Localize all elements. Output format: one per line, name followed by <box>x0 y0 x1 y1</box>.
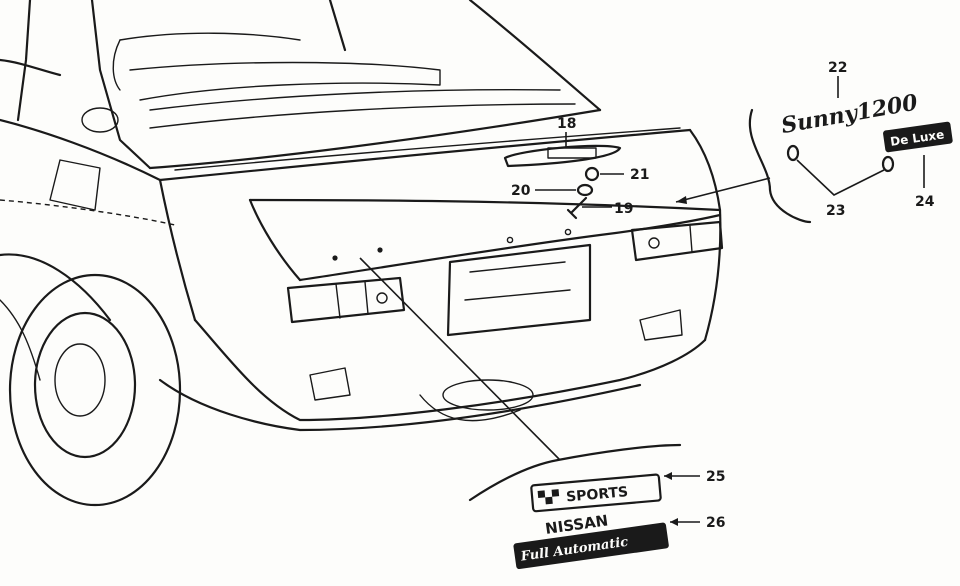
mount-hole <box>332 255 338 261</box>
right-reverse-lamp <box>648 237 660 249</box>
washer-part-20 <box>576 183 594 197</box>
detail-pointer-arrow <box>676 196 687 204</box>
belt-line <box>0 118 162 182</box>
right-tail-lamp-div <box>689 225 693 253</box>
trunk-lid-bottom-edge <box>298 213 722 282</box>
deluxe-badge: De Luxe <box>883 121 953 153</box>
seat-back-top <box>119 32 301 41</box>
left-tail-lamp <box>286 276 406 324</box>
rear-window-bottom <box>148 108 602 170</box>
rear-right-corner <box>703 208 722 342</box>
right-reflector <box>639 309 683 341</box>
trunk-lid-highlight <box>174 127 681 171</box>
rear-seat <box>129 61 441 101</box>
right-tail-lamp <box>630 220 724 262</box>
rear-tire <box>8 273 182 507</box>
fuel-door <box>49 159 101 211</box>
plate-line-bottom <box>464 289 571 301</box>
mount-hole <box>506 236 514 244</box>
tire-sidewall <box>0 299 41 381</box>
nissan-automatic-badge: NISSAN Full Automatic <box>513 511 669 570</box>
trunk-lid-front-edge <box>158 128 692 182</box>
left-reverse-lamp <box>376 292 388 304</box>
rear-window-right-frame <box>468 0 602 112</box>
quarter-window-edge <box>0 58 62 77</box>
license-plate-recess <box>446 243 592 337</box>
callout-22: 22 <box>828 60 847 76</box>
detail-bracket-curve <box>748 108 812 224</box>
plate-line-top <box>469 261 566 273</box>
callout-18: 18 <box>557 116 576 132</box>
exhaust-valance <box>419 394 521 422</box>
sports-badge-text: SPORTS <box>566 484 629 505</box>
grommet-part-23 <box>786 144 800 162</box>
trunk-lid-rear-crease <box>248 198 722 212</box>
bottom-pointer-line <box>359 257 561 461</box>
callout-23: 23 <box>826 203 845 219</box>
left-tail-lamp-div2 <box>364 281 369 315</box>
car-body <box>0 0 724 507</box>
parcel-shelf-edge <box>149 103 576 129</box>
rear-lower-body <box>193 318 707 422</box>
bottom-detail-bracket <box>468 443 682 502</box>
trunk-lid-right-edge <box>688 128 722 212</box>
callout-26: 26 <box>706 515 725 531</box>
trunk-callout-leaders <box>535 132 624 208</box>
trunk-finisher-part-18 <box>503 144 622 168</box>
sports-badge: SPORTS <box>530 473 662 513</box>
lock-cylinder-part-21 <box>584 166 600 182</box>
seat-back-left <box>112 39 121 91</box>
trunk-lock-parts <box>503 144 622 220</box>
left-tail-lamp-div1 <box>335 283 341 319</box>
bumper-bottom <box>158 378 642 432</box>
side-moulding-line <box>0 199 176 226</box>
hub-cap <box>54 343 106 417</box>
mount-hole <box>564 228 572 236</box>
c-pillar-outer <box>16 0 32 122</box>
callout-25: 25 <box>706 469 725 485</box>
grommet-part-23 <box>881 155 895 173</box>
emblem-detail-bottom: SPORTS NISSAN Full Automatic <box>359 257 700 570</box>
screw-part-19 <box>566 196 588 220</box>
detail-pointer-line <box>675 177 771 203</box>
mount-hole <box>377 247 383 253</box>
rear-quarter-corner <box>158 178 197 322</box>
callout-labels: 18 19 20 21 22 23 24 25 26 <box>511 60 935 531</box>
left-reflector <box>309 367 351 401</box>
callout-20: 20 <box>511 183 531 199</box>
rear-window-left-frame <box>90 0 152 170</box>
trunk-finisher-key-slot <box>547 147 597 159</box>
window-mid-line <box>328 0 347 52</box>
callout-23-leader <box>796 159 885 196</box>
callout-19: 19 <box>614 201 633 217</box>
wheel-arch <box>0 253 112 322</box>
parcel-shelf <box>149 88 561 111</box>
callout-24: 24 <box>915 194 935 210</box>
callout-21: 21 <box>630 167 649 183</box>
headrest <box>81 107 119 133</box>
trunk-lid-left-edge <box>248 198 302 282</box>
exhaust-outlet <box>442 379 534 411</box>
rear-rim <box>33 311 137 459</box>
